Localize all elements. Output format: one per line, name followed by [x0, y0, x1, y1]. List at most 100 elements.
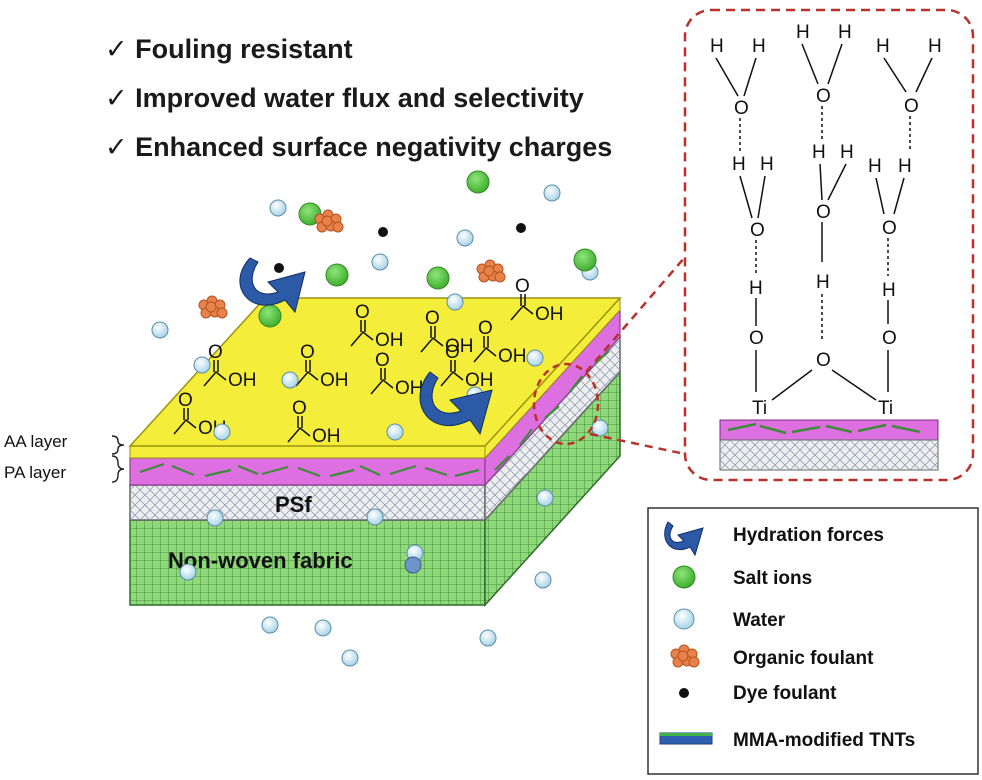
- inset-tnt-rod: [857, 423, 887, 433]
- hydration-icon: [664, 521, 704, 557]
- water-molecule: [534, 571, 552, 589]
- inset-o: O: [734, 98, 749, 119]
- inset-h: H: [868, 156, 882, 177]
- water-molecule: [366, 508, 384, 526]
- dye-foulant: [274, 263, 284, 273]
- inset-h: H: [876, 36, 890, 57]
- label-pa-layer: PA layer: [4, 463, 66, 482]
- water-molecule: [404, 556, 422, 574]
- inset-tnt-rod: [791, 425, 821, 434]
- inset-h: H: [760, 154, 774, 175]
- inset-o: O: [750, 220, 765, 241]
- inset-tnt-rod: [825, 424, 853, 434]
- water-molecule: [543, 184, 561, 202]
- acetic-acid-group: OOH: [370, 350, 424, 399]
- inset-tnt-rod: [891, 424, 921, 434]
- salt-ion: [325, 263, 349, 287]
- legend-salt-label: Salt ions: [733, 568, 812, 589]
- label-fabric: Non-woven fabric: [168, 548, 353, 573]
- acetic-o: O: [355, 302, 370, 323]
- acetic-o: O: [515, 276, 530, 297]
- acetic-o: O: [292, 398, 307, 419]
- legend-hydration-label: Hydration forces: [733, 525, 884, 546]
- organic-foulant: [476, 259, 506, 283]
- inset-h: H: [816, 272, 830, 293]
- zoom-connector-bottom: [589, 432, 686, 456]
- organic-foulant-icon: [670, 644, 700, 668]
- inset-o: O: [749, 328, 764, 349]
- inset-h: H: [752, 36, 766, 57]
- inset-tnt-rod: [727, 422, 757, 432]
- water-molecule: [479, 629, 497, 647]
- inset-o: O: [816, 202, 831, 223]
- water-molecule: [371, 253, 389, 271]
- water-molecule: [213, 423, 231, 441]
- inset-h: H: [838, 22, 852, 43]
- acetic-oh: OH: [320, 370, 349, 391]
- benefit-charges: ✓ Enhanced surface negativity charges: [105, 132, 612, 162]
- acetic-oh: OH: [395, 378, 424, 399]
- organic-foulant: [198, 295, 228, 319]
- acetic-o: O: [208, 342, 223, 363]
- inset-h: H: [749, 278, 763, 299]
- tnt-rod: [569, 375, 583, 393]
- tnt-rods: [139, 350, 610, 478]
- acetic-o: O: [178, 390, 193, 411]
- legend: Hydration forces Salt ions Water Organic…: [647, 507, 979, 775]
- organic-foulant: [670, 644, 700, 668]
- acetic-o: O: [478, 318, 493, 339]
- acetic-o: O: [425, 308, 440, 329]
- inset-ti-right: Ti: [878, 398, 893, 419]
- acetic-acid-group: OOH: [295, 342, 349, 391]
- tnt-rod: [297, 466, 321, 478]
- inset-border: [683, 8, 975, 482]
- acetic-oh: OH: [535, 304, 564, 325]
- hydration-arrow-right: [419, 371, 493, 436]
- tnt-rod: [261, 465, 289, 476]
- water-molecule: [536, 489, 554, 507]
- water-molecule: [526, 349, 544, 367]
- tnt-rod: [424, 466, 448, 477]
- inset-tnt-rods: [727, 422, 921, 435]
- water-molecule: [314, 619, 332, 637]
- water-icon: [673, 608, 695, 630]
- acetic-acid-group: OOH: [350, 302, 404, 351]
- organic-foulant: [314, 209, 344, 233]
- acetic-acid-group: OOH: [440, 342, 494, 391]
- inset-o: O: [816, 350, 831, 371]
- acetic-o: O: [375, 350, 390, 371]
- tnt-rod: [519, 428, 533, 446]
- legend-organic-label: Organic foulant: [733, 648, 874, 669]
- legend-box: [647, 507, 979, 775]
- salt-ion: [466, 170, 490, 194]
- brace-aa: [111, 435, 125, 455]
- tnt-rod: [139, 462, 165, 474]
- inset-o: O: [904, 96, 919, 117]
- acetic-acid-group: OOH: [287, 398, 341, 447]
- inset-h: H: [812, 142, 826, 163]
- water-molecule: [341, 649, 359, 667]
- acetic-oh: OH: [228, 370, 257, 391]
- acetic-oh: OH: [465, 370, 494, 391]
- dye-foulant-icon: [679, 688, 689, 698]
- label-aa-layer: AA layer: [4, 432, 68, 451]
- inset-ti-left: Ti: [752, 398, 767, 419]
- legend-tnt-label: MMA-modified TNTs: [733, 730, 915, 751]
- inset-tnt-rod: [759, 424, 787, 435]
- tnt-rod: [237, 464, 259, 476]
- acetic-o: O: [445, 342, 460, 363]
- tnt-rod: [329, 468, 355, 478]
- inset-h: H: [882, 280, 896, 301]
- zoom-highlight-circle: [532, 362, 600, 446]
- tnt-rod: [454, 468, 480, 478]
- tnt-rod: [204, 468, 232, 478]
- acetic-oh: OH: [375, 330, 404, 351]
- tnt-rod: [171, 464, 195, 477]
- tnt-rod: [544, 405, 560, 419]
- acetic-oh: OH: [498, 346, 527, 367]
- water-molecule: [179, 563, 197, 581]
- aa-top-surface: [128, 297, 622, 447]
- water-molecule: [206, 509, 224, 527]
